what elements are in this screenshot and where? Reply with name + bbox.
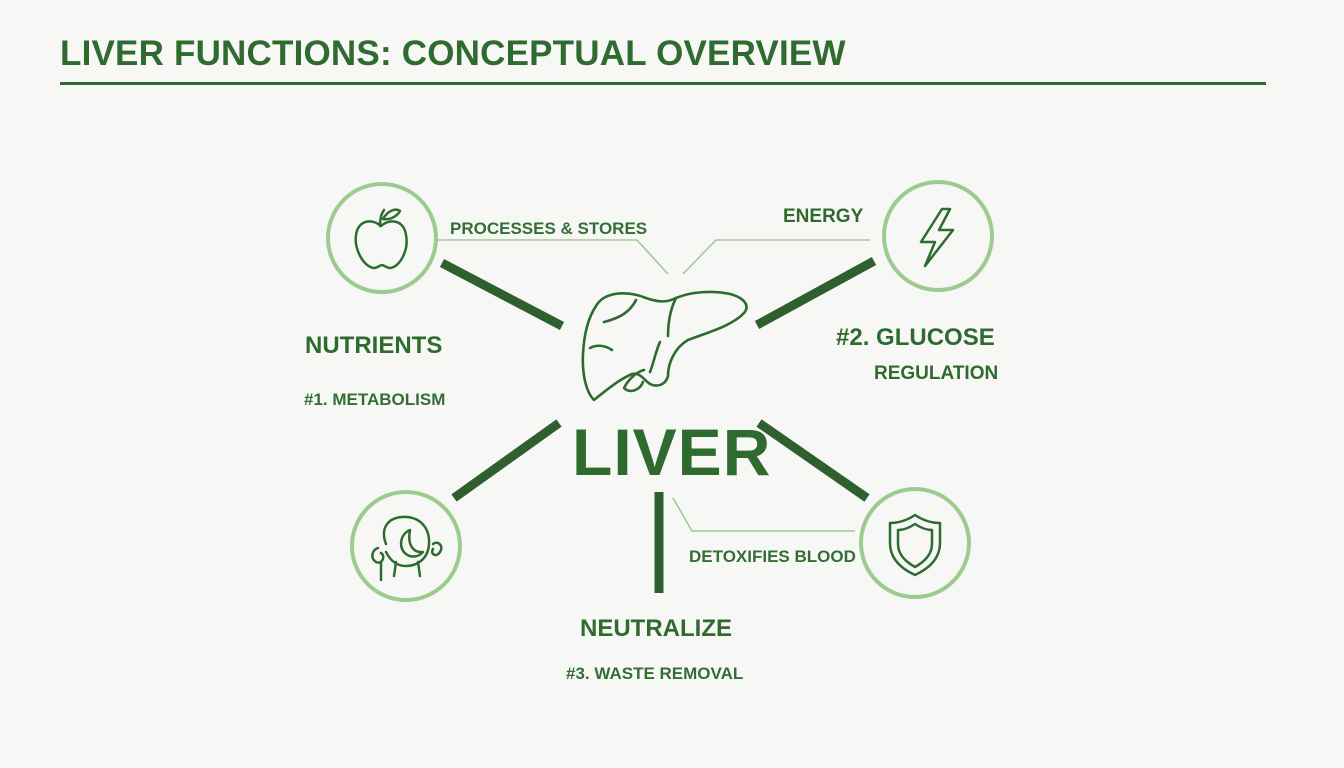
spoke-nutrients: [439, 259, 565, 330]
connector-label-processes: PROCESSES & STORES: [450, 219, 648, 238]
connector-label-detox: DETOXIFIES BLOOD: [689, 547, 856, 566]
heading-regulation: REGULATION: [874, 363, 999, 384]
page-title: LIVER FUNCTIONS: CONCEPTUAL OVERVIEW: [60, 34, 846, 73]
connector-detox: [672, 497, 855, 532]
shield-icon: [888, 513, 942, 577]
apple-icon: [354, 208, 408, 270]
thin-connectors: [436, 239, 870, 532]
caption-metabolism: #1. METABOLISM: [304, 390, 446, 409]
icon-circles: [326, 180, 994, 602]
liver-outline-icon: [581, 290, 748, 402]
spoke-glucose: [754, 257, 877, 329]
spokes: [439, 257, 877, 593]
organism-moon-icon: [371, 515, 443, 582]
heading-neutralize: NEUTRALIZE: [580, 615, 732, 642]
connector-processes: [436, 239, 669, 275]
connector-label-energy: ENERGY: [783, 206, 864, 227]
heading-nutrients: NUTRIENTS: [305, 332, 443, 359]
center-liver-label: LIVER: [572, 415, 772, 489]
circle-nutrients: [326, 182, 438, 294]
caption-waste-removal: #3. WASTE REMOVAL: [566, 664, 744, 683]
connector-energy: [682, 239, 870, 275]
heading-glucose: #2. GLUCOSE: [836, 324, 995, 351]
spoke-detox: [756, 419, 870, 502]
spoke-organism: [451, 419, 562, 502]
circle-energy: [882, 180, 994, 292]
lightning-bolt-icon: [919, 207, 955, 268]
title-underline: [60, 82, 1266, 85]
circle-shield: [859, 487, 971, 599]
circle-organism: [350, 490, 462, 602]
